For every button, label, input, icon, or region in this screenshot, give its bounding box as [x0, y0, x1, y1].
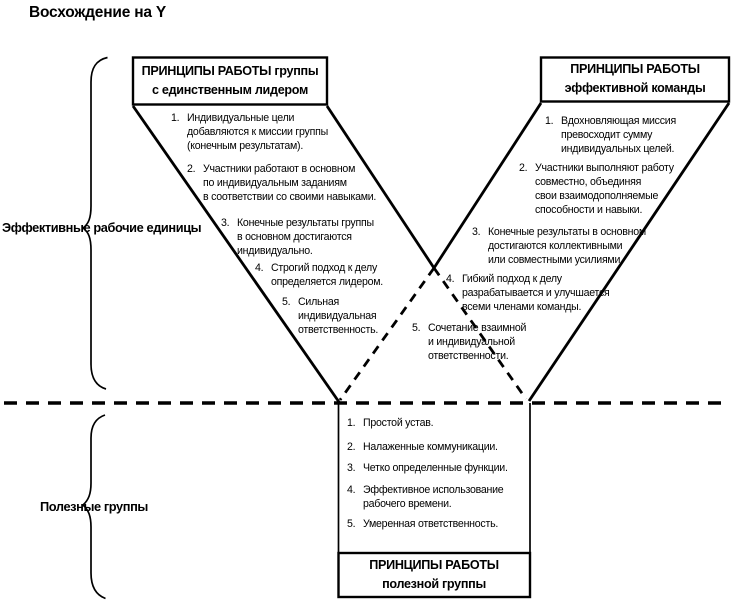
item-number: 4.: [347, 484, 356, 496]
item-number: 3.: [221, 217, 230, 229]
item-text: Участники работают в основном по индивид…: [203, 163, 377, 203]
useful-group-list-box-fill: [338, 403, 530, 553]
item-text: Сильная индивидуальная ответственность.: [298, 296, 379, 336]
left-arm-inner-line: [325, 105, 436, 269]
left-arm-outer-line: [131, 105, 341, 403]
single-leader-group-box-title: ПРИНЦИПЫ РАБОТЫ группы с единственным ли…: [133, 58, 327, 103]
useful-group-title-box: [337, 551, 532, 599]
single-leader-group-box: [131, 56, 329, 106]
item-number: 2.: [347, 441, 356, 453]
item-number: 1.: [171, 112, 180, 124]
list-item: 3. Четко определенные функции.: [347, 462, 508, 476]
list-item: 2. Участники выполняют работу совместно,…: [519, 162, 674, 218]
item-text: Умеренная ответственность.: [363, 518, 499, 530]
useful-groups-label: Полезные группы: [40, 499, 148, 514]
right-arm-inner-line: [432, 102, 543, 269]
box-title-line: полезной группы: [382, 577, 486, 591]
item-text: Конечные результаты группы в основном до…: [237, 217, 374, 257]
item-text: Эффективное использование рабочего време…: [363, 484, 504, 510]
item-text: Конечные результаты в основном достигают…: [488, 226, 646, 266]
item-number: 2.: [187, 163, 196, 175]
item-text: Сочетание взаимной и индивидуальной отве…: [428, 322, 527, 362]
list-item: 1. Индивидуальные цели добавляются к мис…: [171, 112, 328, 154]
item-text: Налаженные коммуникации.: [363, 441, 498, 453]
useful-group-box-title: ПРИНЦИПЫ РАБОТЫ полезной группы: [339, 554, 529, 596]
list-item: 1. Простой устав.: [347, 417, 434, 431]
list-item: 5. Сочетание взаимной и индивидуальной о…: [412, 322, 526, 364]
item-number: 1.: [545, 115, 554, 127]
item-number: 5.: [412, 322, 421, 334]
item-number: 5.: [347, 518, 356, 530]
list-item: 2. Налаженные коммуникации.: [347, 441, 498, 455]
dashed-extension-left: [338, 267, 436, 401]
item-text: Участники выполняют работу совместно, об…: [535, 162, 674, 216]
item-number: 3.: [472, 226, 481, 238]
box-title-line: с единственным лидером: [151, 82, 309, 97]
item-text: Гибкий подход к делу разрабатывается и у…: [462, 273, 610, 313]
list-item: 4. Строгий подход к делу определяется ли…: [255, 262, 383, 290]
item-number: 4.: [255, 262, 264, 274]
effective-team-box: [539, 56, 731, 103]
item-text: Строгий подход к делу определяется лидер…: [271, 262, 383, 288]
item-number: 3.: [347, 462, 356, 474]
item-text: Вдохновляющая миссия превосходит сумму и…: [561, 115, 676, 155]
right-arm-outer-line: [527, 102, 731, 402]
box-title-line: ПРИНЦИПЫ РАБОТЫ группы: [141, 63, 319, 78]
box-title-line: эффективной команды: [564, 81, 706, 95]
effective-units-brace-icon: [81, 56, 108, 390]
list-item: 5. Умеренная ответственность.: [347, 518, 498, 532]
item-number: 1.: [347, 417, 356, 429]
box-title-line: ПРИНЦИПЫ РАБОТЫ: [369, 558, 499, 572]
box-title-line: ПРИНЦИПЫ РАБОТЫ: [570, 62, 700, 76]
effective-units-label: Эффективные рабочие единицы: [2, 220, 202, 235]
item-text: Индивидуальные цели добавляются к миссии…: [187, 112, 328, 152]
effective-team-box-title: ПРИНЦИПЫ РАБОТЫ эффективной команды: [541, 58, 729, 100]
item-number: 5.: [282, 296, 291, 308]
item-number: 4.: [446, 273, 455, 285]
list-item: 2. Участники работают в основном по инди…: [187, 163, 376, 205]
item-number: 2.: [519, 162, 528, 174]
diagram-title: Восхождение на Y: [29, 4, 167, 21]
item-text: Простой устав.: [363, 417, 434, 429]
list-item: 3. Конечные результаты в основном достиг…: [472, 226, 646, 268]
dashed-extension-right: [432, 267, 528, 400]
list-item: 3. Конечные результаты группы в основном…: [221, 217, 374, 259]
item-text: Четко определенные функции.: [363, 462, 508, 474]
list-item: 4. Эффективное использование рабочего вр…: [347, 484, 504, 512]
list-item: 5. Сильная индивидуальная ответственност…: [282, 296, 378, 338]
list-item: 1. Вдохновляющая миссия превосходит сумм…: [545, 115, 676, 157]
list-item: 4. Гибкий подход к делу разрабатывается …: [446, 273, 610, 315]
useful-groups-brace-icon: [81, 414, 106, 600]
